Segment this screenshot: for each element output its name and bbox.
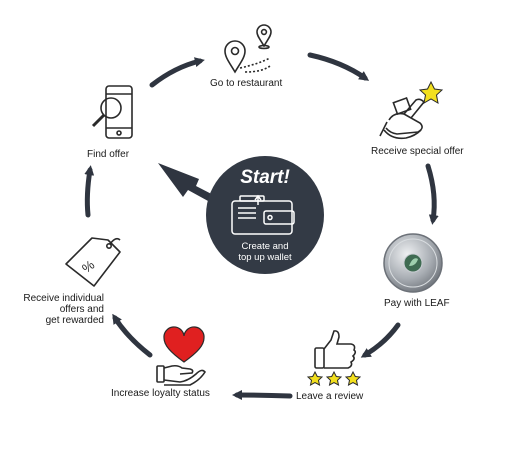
- percent-tag-icon: %: [65, 237, 121, 287]
- gift-star-icon: [379, 80, 444, 140]
- cycle-arrows: [84, 52, 439, 401]
- svg-text:%: %: [79, 257, 98, 276]
- heart-hand-icon: [156, 326, 206, 386]
- start-circle: [206, 156, 324, 274]
- step-label-go-to-restaurant: Go to restaurant: [210, 78, 283, 89]
- arrow-find-to-go: [149, 57, 205, 88]
- arrow-individual-to-find: [84, 165, 95, 218]
- arrow-loyalty-to-individual: [112, 313, 153, 358]
- leaf-coin-icon: [383, 233, 443, 293]
- arrow-receive-to-pay: [425, 163, 439, 225]
- step-label-individual-line3: get rewarded: [45, 315, 104, 326]
- arrow-review-to-loyalty: [232, 390, 293, 401]
- step-label-receive-individual-offers: Receive individual offers and get reward…: [6, 293, 104, 326]
- step-label-receive-special-offer: Receive special offer: [371, 146, 464, 157]
- step-label-leave-a-review: Leave a review: [296, 391, 364, 402]
- thumbs-up-stars-icon: [306, 330, 362, 386]
- arrow-go-to-receive: [307, 52, 370, 81]
- arrow-pay-to-review: [360, 322, 401, 358]
- start-subtitle-line1: Create and: [241, 241, 289, 252]
- phone-search-icon: [91, 85, 133, 139]
- step-label-increase-loyalty-status: Increase loyalty status: [111, 388, 210, 399]
- step-label-individual-line2: offers and: [59, 304, 104, 315]
- start-subtitle-line2: top up wallet: [238, 252, 292, 263]
- map-pin-route-icon: [224, 24, 272, 74]
- step-label-individual-line1: Receive individual: [23, 293, 104, 304]
- step-label-find-offer: Find offer: [87, 149, 130, 160]
- start-title: Start!: [240, 167, 290, 188]
- step-label-pay-with-leaf: Pay with LEAF: [384, 298, 450, 309]
- wallet-icon: [231, 194, 295, 235]
